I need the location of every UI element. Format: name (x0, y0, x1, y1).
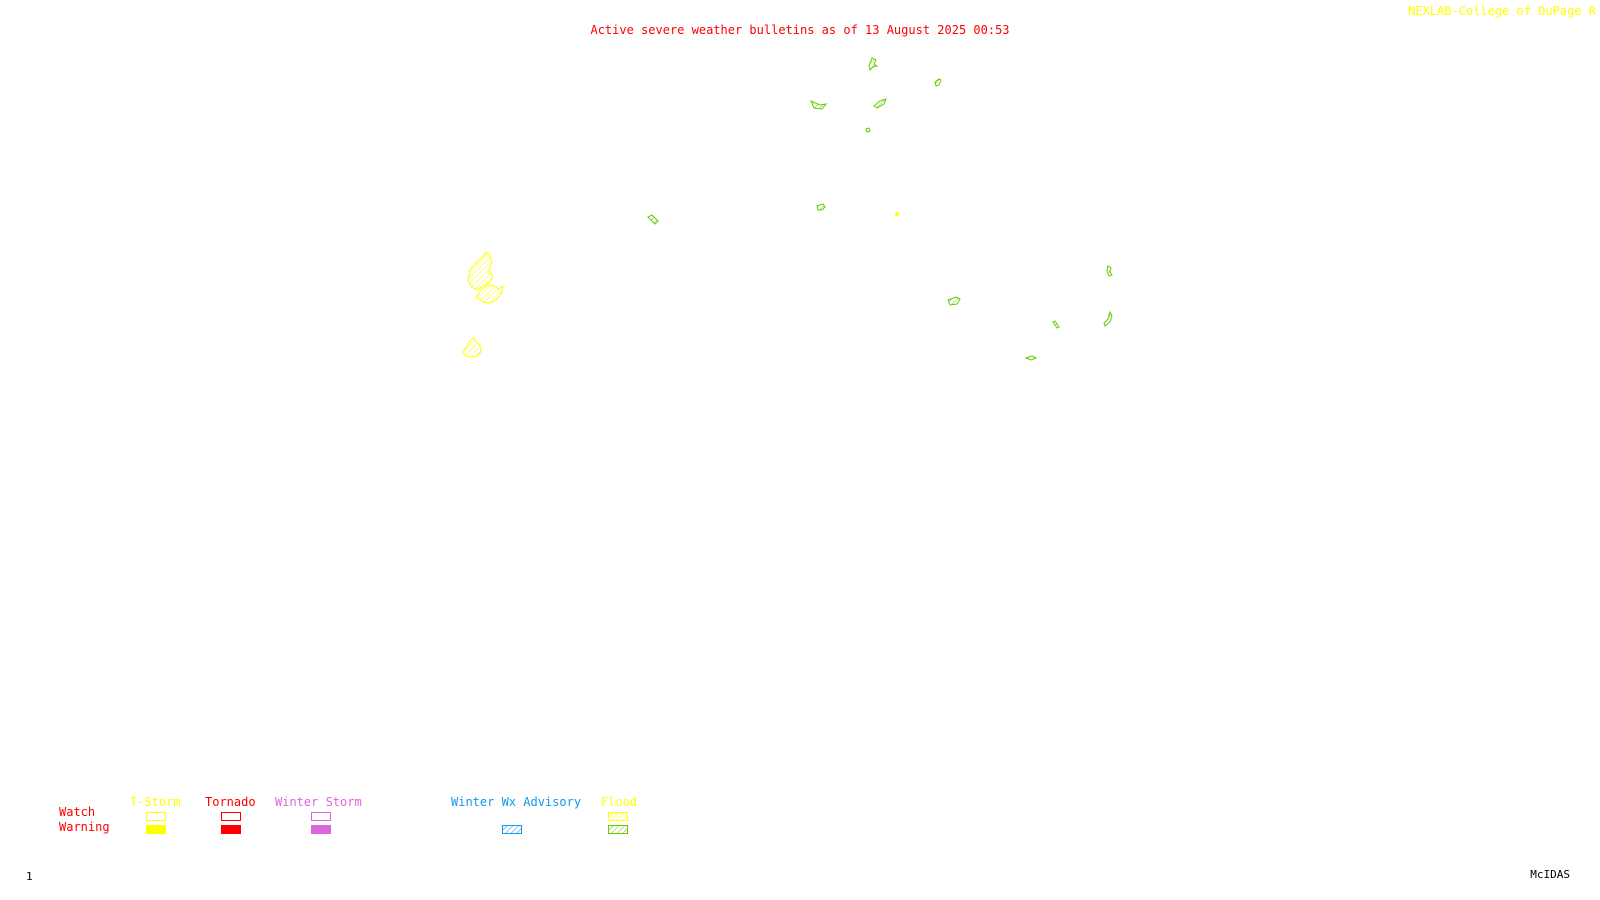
flood-area (647, 214, 659, 225)
legend-flood-warning-swatch (608, 825, 628, 834)
flood-areas (647, 57, 1113, 361)
tstorm-point (895, 212, 899, 216)
source-credit: NEXLAB-College of DuPage R (1408, 4, 1596, 18)
legend-tornado-warning-swatch (221, 825, 241, 834)
legend-winter-storm-warning-swatch (311, 825, 331, 834)
flood-area (868, 57, 879, 71)
legend-tstorm-watch-swatch (146, 812, 166, 821)
tstorm-warning-area (462, 337, 482, 358)
frame-number: 1 (26, 870, 33, 883)
legend-winter-storm-label: Winter Storm (275, 795, 362, 809)
flood-area (1052, 320, 1060, 329)
legend-flood-label: Flood (601, 795, 638, 809)
flood-area (865, 127, 871, 133)
flood-area (934, 78, 942, 87)
legend-winter-storm-watch-swatch (311, 812, 331, 821)
legend-flood-watch-swatch (608, 812, 628, 821)
flood-area (810, 100, 828, 110)
legend-tornado-label: Tornado (205, 795, 256, 809)
legend-winter-advisory-label: Winter Wx Advisory (451, 795, 582, 809)
legend-winter-advisory-warning-swatch (502, 825, 522, 834)
tstorm-warning-area (467, 251, 494, 291)
flood-area (1103, 310, 1113, 327)
flood-area (1024, 355, 1038, 361)
legend-watch-label: Watch (59, 805, 96, 819)
tstorm-warning-areas (462, 251, 504, 358)
legend-tstorm-label: T-Storm (130, 795, 181, 809)
legend-tstorm-warning-swatch (146, 825, 166, 834)
tstorm-warning-area (475, 284, 504, 304)
page-title: Active severe weather bulletins as of 13… (590, 23, 1010, 37)
software-label: McIDAS (1530, 868, 1570, 881)
flood-area (1106, 265, 1113, 277)
flood-area (816, 203, 826, 211)
flood-area (873, 98, 887, 109)
legend-warning-label: Warning (59, 820, 110, 834)
flood-area (947, 296, 961, 306)
legend-tornado-watch-swatch (221, 812, 241, 821)
